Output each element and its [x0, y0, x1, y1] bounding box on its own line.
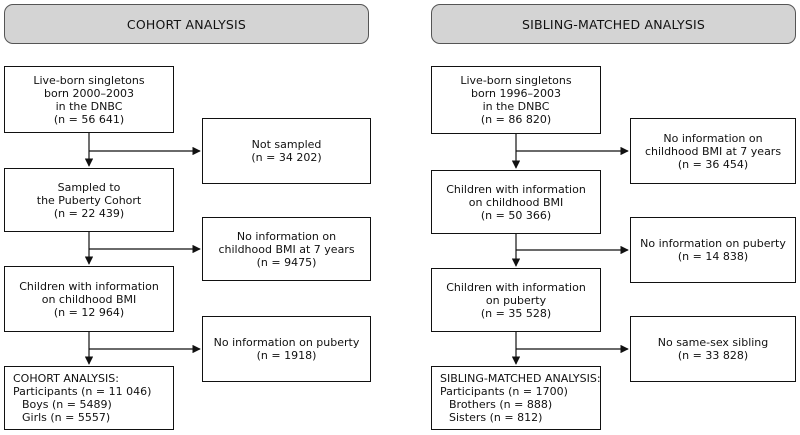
- cohort-final-boys: Boys (n = 5489): [22, 398, 112, 411]
- sibling-exclusion-1: No information on childhood BMI at 7 yea…: [630, 118, 796, 184]
- sibling-exclusion-2-line-2: (n = 14 838): [677, 250, 749, 263]
- cohort-step-3-line-2: on childhood BMI: [41, 292, 137, 306]
- sibling-exclusion-3-line-2: (n = 33 828): [677, 349, 749, 362]
- sibling-step-1-line-4: (n = 86 820): [480, 113, 552, 126]
- cohort-exclusion-1-line-2: (n = 34 202): [251, 151, 322, 164]
- sibling-header: SIBLING-MATCHED ANALYSIS: [431, 4, 796, 44]
- sibling-step-1-line-3: in the DNBC: [482, 100, 550, 113]
- sibling-step-3-line-2: on puberty: [485, 293, 547, 307]
- sibling-step-3-line-1: Children with information: [446, 280, 586, 294]
- sibling-step-2-line-2: on childhood BMI: [468, 195, 564, 209]
- cohort-step-1: Live-born singletons born 2000–2003 in t…: [4, 66, 174, 133]
- cohort-step-2-line-1: Sampled to: [57, 180, 121, 194]
- cohort-step-3: Children with information on childhood B…: [4, 266, 174, 332]
- cohort-step-2: Sampled to the Puberty Cohort (n = 22 43…: [4, 168, 174, 232]
- sibling-step-2: Children with information on childhood B…: [431, 170, 601, 234]
- cohort-exclusion-2-line-1: No information on: [236, 229, 337, 243]
- sibling-step-1-line-1: Live-born singletons: [460, 74, 572, 87]
- cohort-exclusion-3: No information on puberty (n = 1918): [202, 316, 371, 382]
- cohort-exclusion-2: No information on childhood BMI at 7 yea…: [202, 217, 371, 281]
- sibling-step-1-line-2: born 1996–2003: [471, 87, 561, 100]
- sibling-step-1: Live-born singletons born 1996–2003 in t…: [431, 66, 601, 134]
- cohort-step-2-line-2: the Puberty Cohort: [36, 193, 142, 207]
- cohort-exclusion-3-line-2: (n = 1918): [256, 349, 317, 362]
- sibling-final-participants: Participants (n = 1700): [440, 385, 568, 398]
- cohort-step-1-line-2: born 2000–2003: [44, 86, 134, 100]
- cohort-exclusion-1-line-1: Not sampled: [251, 138, 322, 151]
- sibling-exclusion-1-line-3: (n = 36 454): [677, 157, 749, 171]
- sibling-exclusion-2-line-1: No information on puberty: [640, 237, 786, 250]
- sibling-exclusion-2: No information on puberty (n = 14 838): [630, 217, 796, 283]
- cohort-final-girls: Girls (n = 5557): [22, 411, 111, 424]
- cohort-step-3-line-3: (n = 12 964): [53, 305, 125, 319]
- sibling-exclusion-1-line-2: childhood BMI at 7 years: [644, 144, 782, 158]
- sibling-step-3-line-3: (n = 35 528): [480, 306, 552, 320]
- sibling-step-3: Children with information on puberty (n …: [431, 268, 601, 332]
- cohort-header: COHORT ANALYSIS: [4, 4, 369, 44]
- cohort-step-1-line-1: Live-born singletons: [33, 73, 145, 87]
- cohort-exclusion-2-line-3: (n = 9475): [256, 255, 317, 269]
- sibling-exclusion-3: No same-sex sibling (n = 33 828): [630, 316, 796, 382]
- sibling-step-2-line-3: (n = 50 366): [480, 208, 552, 222]
- cohort-exclusion-3-line-1: No information on puberty: [213, 336, 360, 349]
- sibling-final-title: SIBLING-MATCHED ANALYSIS:: [440, 372, 601, 385]
- cohort-step-3-line-1: Children with information: [19, 279, 159, 293]
- cohort-step-1-line-4: (n = 56 641): [53, 112, 125, 126]
- sibling-exclusion-3-line-1: No same-sex sibling: [657, 336, 769, 349]
- cohort-exclusion-1: Not sampled (n = 34 202): [202, 118, 371, 184]
- sibling-step-2-line-1: Children with information: [446, 182, 586, 196]
- sibling-exclusion-1-line-1: No information on: [663, 131, 763, 145]
- sibling-final: SIBLING-MATCHED ANALYSIS: Participants (…: [431, 366, 601, 430]
- cohort-final: COHORT ANALYSIS: Participants (n = 11 04…: [4, 366, 174, 430]
- cohort-final-title: COHORT ANALYSIS:: [13, 372, 119, 385]
- cohort-exclusion-2-line-2: childhood BMI at 7 years: [218, 242, 355, 256]
- sibling-final-brothers: Brothers (n = 888): [449, 398, 553, 411]
- sibling-final-sisters: Sisters (n = 812): [449, 411, 543, 424]
- cohort-step-2-line-3: (n = 22 439): [53, 206, 125, 220]
- cohort-step-1-line-3: in the DNBC: [55, 99, 123, 113]
- cohort-final-participants: Participants (n = 11 046): [13, 385, 152, 398]
